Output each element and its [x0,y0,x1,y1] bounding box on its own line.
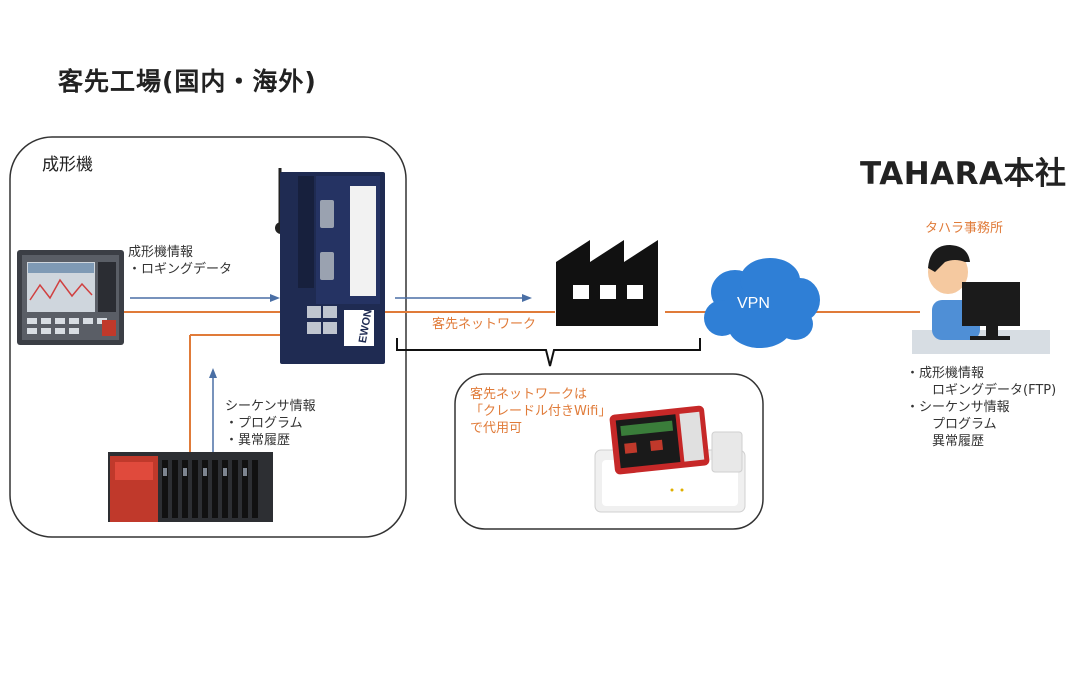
customer-network-label: 客先ネットワーク [432,317,537,332]
network-bracket [396,338,701,367]
wifi-cradle-device [594,405,746,513]
wifi-note-text: 客先ネットワークは 「クレードル付きWifi」 で代用可 [470,387,612,436]
office-label: タハラ事務所 [925,221,1004,236]
sequencer-info-text: シーケンサ情報 ・プログラム ・異常履歴 [225,399,316,448]
hmi-panel-device [17,250,124,345]
wifi-note-panel [454,373,764,530]
factory-icon [556,240,658,326]
machine-panel [9,136,407,538]
data-flow-arrows [130,294,532,458]
network-lines [122,311,920,455]
vpn-cloud-icon [704,258,820,348]
office-worker-icon [912,245,1050,354]
vpn-label: VPN [737,295,770,312]
machine-panel-label: 成形機 [42,155,93,175]
hq-info-text: ・成形機情報 ロギングデータ(FTP) ・シーケンサ情報 プログラム 異常履歴 [906,366,1057,449]
gateway-device [275,168,385,364]
hmi-info-text: 成形機情報 ・ロギングデータ [128,245,233,277]
page-title: 客先工場(国内・海外) [58,67,317,96]
sequencer-device [108,452,273,522]
gateway-brand-label: EWON [357,308,375,344]
hq-title: TAHARA本社 [860,156,1067,192]
